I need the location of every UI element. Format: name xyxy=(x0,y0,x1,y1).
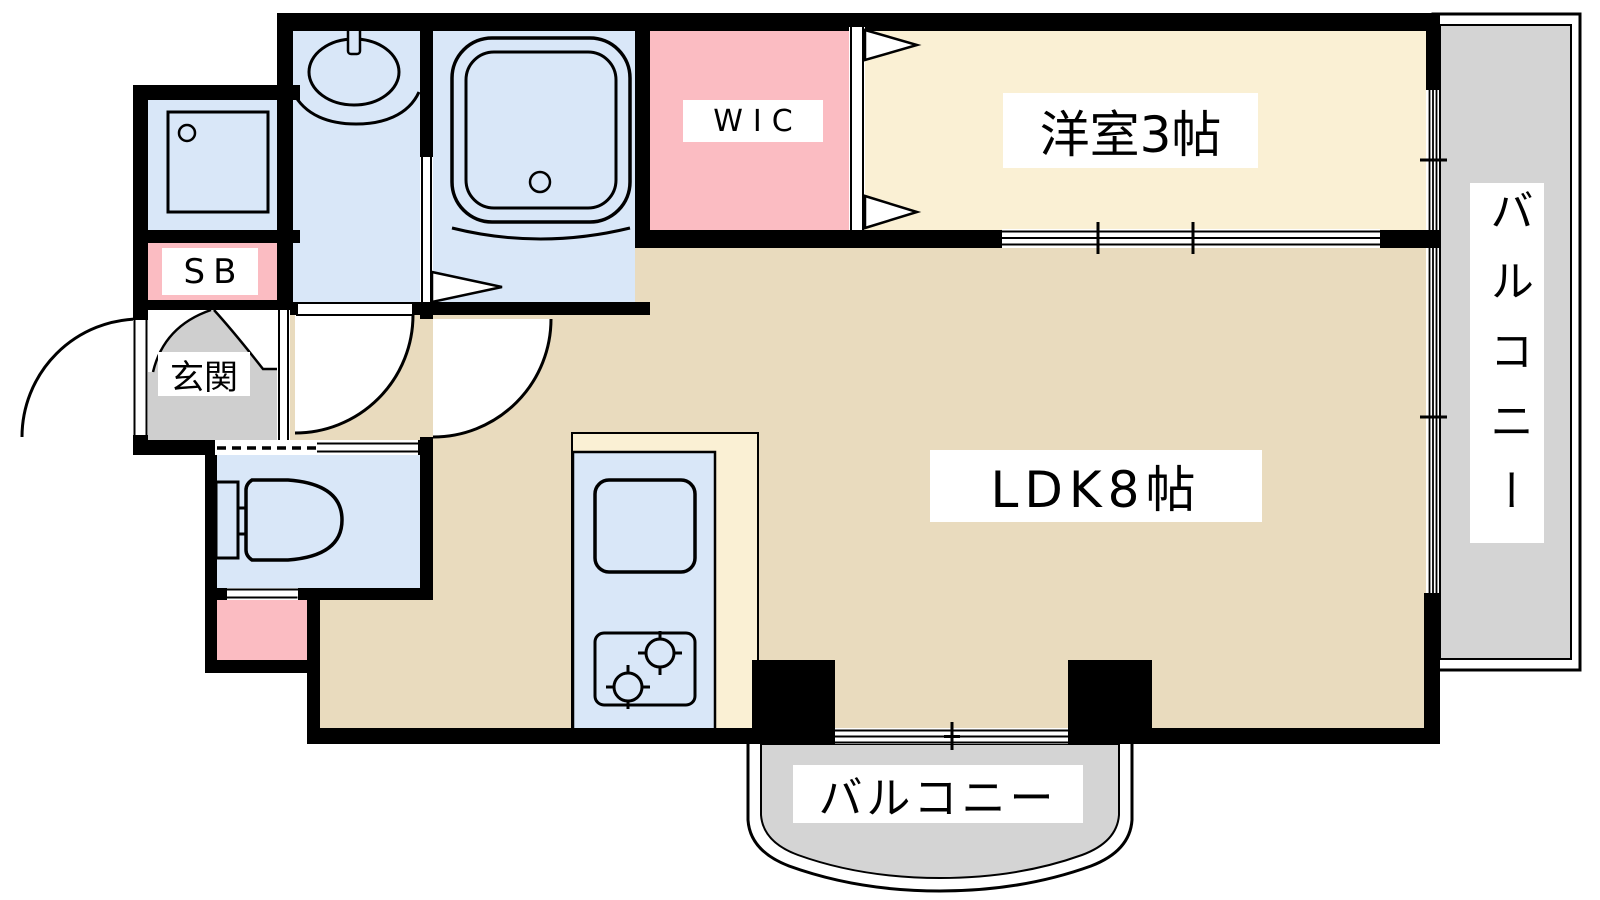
bathtub-icon xyxy=(450,36,632,241)
room-label-entrance: 玄関 xyxy=(158,352,250,398)
balcony-right-floor xyxy=(1431,12,1582,672)
shower-tray-icon xyxy=(166,110,270,214)
toilet-door-threshold xyxy=(227,588,298,600)
washroom-door-leaf xyxy=(296,302,414,316)
entry-door-swing-icon xyxy=(20,317,141,438)
room-label-wic: WIC xyxy=(683,100,823,142)
toilet-icon xyxy=(214,478,344,562)
room-label-balcony-right: バルコニー xyxy=(1470,183,1544,543)
entry-door-leaf xyxy=(133,320,148,435)
room-label-balcony-bottom: バルコニー xyxy=(793,765,1083,824)
floor-pink-storage xyxy=(217,600,307,660)
floors xyxy=(148,12,1582,893)
balcony-right-window xyxy=(1420,90,1447,593)
folding-door-triangle-icon xyxy=(430,270,503,304)
washroom-door-swing-icon xyxy=(294,314,415,435)
gas-stove-icon xyxy=(593,631,697,709)
entrance-step-dashed-line xyxy=(215,440,319,455)
kitchen-counter xyxy=(571,432,759,732)
walls xyxy=(133,13,1440,744)
room-label-western-room: 洋室3帖 xyxy=(1003,93,1258,168)
washbasin-icon xyxy=(291,24,421,126)
ldk-bottom-window xyxy=(835,722,1068,750)
kitchen-sink-icon xyxy=(593,478,697,574)
wic-folding-door xyxy=(849,27,922,230)
folding-door-triangle-icon xyxy=(863,194,922,230)
entrance-arch xyxy=(148,308,277,373)
folding-door-triangle-icon xyxy=(863,28,922,62)
hall-sliding-door xyxy=(317,440,418,455)
western-room-window xyxy=(1002,222,1380,254)
room-label-ldk: LDK8帖 xyxy=(930,450,1262,522)
floor-ldk-bottom-left xyxy=(320,600,433,730)
ldk-door-swing-icon xyxy=(432,318,553,439)
entrance-hall-divider xyxy=(277,310,290,440)
openings xyxy=(133,27,1447,750)
bathroom-folding-door xyxy=(420,157,503,304)
room-label-shoe-box: SB xyxy=(162,248,258,295)
